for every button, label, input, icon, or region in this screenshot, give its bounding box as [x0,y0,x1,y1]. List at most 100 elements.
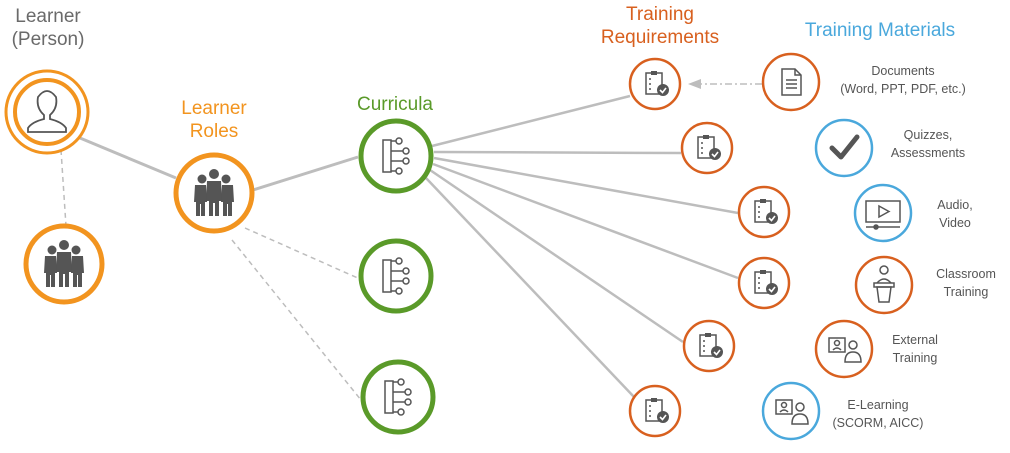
material-label-line1: Classroom [936,267,996,281]
training-materials-label: Training Materials [790,20,970,43]
learner-person-node [4,69,90,155]
requirement-nodes [628,57,791,438]
material-label-elearning: E-Learning (SCORM, AICC) [826,396,930,432]
material-label-line2: Video [939,216,971,231]
material-label-line2: Training [892,351,938,366]
requirement-node [680,121,734,175]
people-group-icon [44,240,84,287]
requirement-node [682,319,736,373]
learner-person-label-line1: Learner [15,6,81,27]
connector-learner-group [60,149,67,227]
role-group-icon [194,169,234,216]
learner-roles-label-line1: Learner [181,98,247,119]
curriculum-hierarchy-icon [382,257,410,295]
learner-roles-node [173,152,255,234]
material-label-line2: (SCORM, AICC) [832,416,924,431]
material-label-line2: Assessments [890,146,966,161]
material-label-line1: Quizzes, [903,128,953,142]
requirement-node [628,57,682,111]
curriculum-node [358,238,434,314]
requirement-ring [680,121,734,175]
connectors [60,79,762,401]
podium-icon [873,265,895,303]
connector-curr-req-4 [432,162,739,280]
material-label-external: External Training [880,331,950,367]
material-classroom-ring [854,255,914,315]
requirement-ring [628,57,682,111]
curricula-label: Curricula [340,94,450,117]
material-external-node [814,319,874,379]
requirement-ring [628,384,682,438]
person-screen-icon [775,399,809,425]
training-requirements-label: Training Requirements [585,4,735,50]
connector-roles-curricula-3 [231,239,362,401]
arrowhead [688,79,701,89]
curriculum-node [358,118,434,194]
requirement-node [737,185,791,239]
learner-group-node [23,223,105,305]
clipboard-check-icon [754,199,778,224]
material-label-line1: Audio, [937,198,973,212]
connector-curr-req-2 [433,150,682,155]
material-label-line2: Training [943,285,989,300]
learner-roles-label: Learner Roles [164,98,264,144]
training-requirements-label-line1: Training [626,4,694,25]
material-label-quizzes: Quizzes, Assessments [880,126,976,162]
requirement-node [737,256,791,310]
learner-person-label-line2: (Person) [11,28,85,50]
curriculum-ring [358,118,434,194]
learner-person-label: Learner (Person) [0,6,96,52]
video-player-icon [865,200,901,230]
material-label-line1: Documents [871,64,935,78]
connector-curr-req-6 [425,177,636,399]
material-label-classroom: Classroom Training [922,265,1010,301]
material-label-audio: Audio, Video [922,196,988,232]
connector-curr-req-3 [433,156,739,215]
clipboard-check-icon [699,333,723,358]
material-label-line1: E-Learning [847,398,909,412]
material-elearning-node [761,381,821,441]
curriculum-ring [360,359,436,435]
requirement-node [628,384,682,438]
clipboard-check-icon [645,71,669,96]
curriculum-hierarchy-icon [384,378,412,416]
person-icon [27,90,67,133]
requirement-ring [682,319,736,373]
curricula-nodes [358,118,436,435]
person-board-icon [828,337,862,363]
material-video-node [853,183,913,243]
checkmark-icon [829,134,860,160]
training-materials-label-text: Training Materials [804,20,956,41]
clipboard-check-icon [697,135,721,160]
connector-roles-curricula-1 [252,155,359,192]
material-label-documents: Documents (Word, PPT, PDF, etc.) [828,62,978,98]
learner-roles-label-line2: Roles [189,120,239,142]
material-quiz-ring [814,118,874,178]
material-label-line1: External [892,333,938,347]
clipboard-check-icon [645,398,669,423]
connector-curr-req-5 [429,168,684,344]
curriculum-node [360,359,436,435]
curriculum-hierarchy-icon [382,137,410,175]
requirement-ring [737,256,791,310]
requirement-ring [737,185,791,239]
material-elearning-ring [761,381,821,441]
material-classroom-node [854,255,914,315]
curricula-label-text: Curricula [356,94,434,115]
connector-learner-roles [79,136,177,180]
material-label-line2: (Word, PPT, PDF, etc.) [840,82,966,97]
material-video-ring [853,183,913,243]
material-quiz-node [814,118,874,178]
material-document-ring [761,52,821,112]
material-document-node [761,52,821,112]
learner-person-ring-inner [13,78,81,146]
clipboard-check-icon [754,270,778,295]
document-icon [781,68,802,96]
connector-curr-req-1 [431,94,631,148]
material-external-ring [814,319,874,379]
curriculum-ring [358,238,434,314]
training-requirements-label-line2: Requirements [600,26,720,48]
connector-roles-curricula-2 [244,227,361,280]
